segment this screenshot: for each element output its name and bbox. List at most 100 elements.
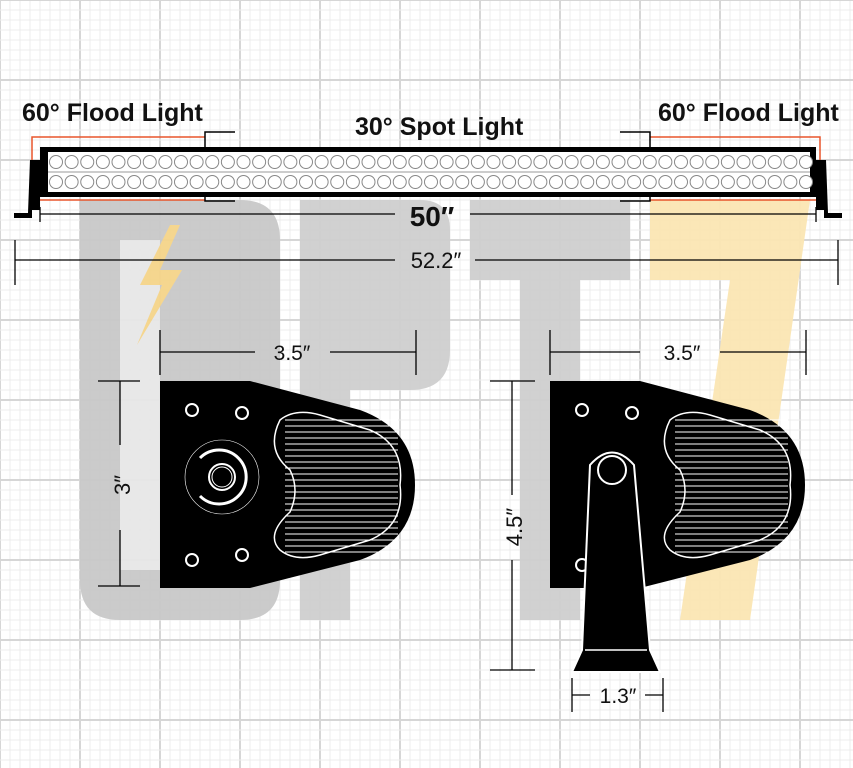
led: [611, 155, 626, 169]
bracket-with-mount-view: [550, 381, 805, 673]
led: [314, 175, 329, 189]
led: [142, 175, 157, 189]
right-end-bracket: [816, 160, 842, 218]
led: [783, 155, 798, 169]
led: [689, 175, 704, 189]
mount-height-label: 4.5″: [502, 508, 527, 547]
led: [627, 175, 642, 189]
led: [502, 155, 517, 169]
led: [299, 155, 313, 169]
led: [361, 175, 376, 189]
led: [174, 175, 188, 189]
led: [252, 175, 267, 189]
led: [220, 175, 235, 189]
led: [439, 155, 454, 169]
led: [455, 175, 470, 189]
led: [95, 175, 110, 189]
lens-length-label: 50″: [410, 201, 455, 232]
led: [533, 155, 548, 169]
light-bar: [14, 147, 842, 218]
led: [345, 155, 360, 169]
led: [345, 175, 360, 189]
led: [127, 155, 142, 169]
led: [470, 155, 485, 169]
led: [127, 175, 142, 189]
led: [64, 175, 79, 189]
led: [158, 155, 173, 169]
led: [64, 155, 79, 169]
led: [236, 155, 251, 169]
led: [799, 175, 813, 189]
bracket-height-label: 3″: [110, 475, 135, 495]
led: [720, 155, 735, 169]
led: [486, 175, 501, 189]
led: [783, 175, 798, 189]
led: [799, 155, 813, 169]
led: [314, 155, 329, 169]
led: [80, 175, 95, 189]
led: [595, 155, 610, 169]
led: [267, 155, 282, 169]
led: [330, 175, 345, 189]
led: [705, 155, 720, 169]
lightning-bolt-icon: [137, 225, 182, 345]
led: [189, 155, 204, 169]
led: [392, 155, 407, 169]
led: [424, 155, 438, 169]
led: [595, 175, 610, 189]
bracket-width-right-label: 3.5″: [664, 342, 701, 365]
led: [283, 175, 298, 189]
led: [299, 175, 313, 189]
led: [49, 175, 63, 189]
led: [252, 155, 267, 169]
led: [174, 155, 188, 169]
led: [189, 175, 204, 189]
left-end-bracket: [14, 160, 40, 218]
led: [517, 155, 532, 169]
led-array: [49, 155, 813, 189]
overall-length-label: 52.2″: [411, 248, 462, 273]
overall-length-dimension: [14, 240, 839, 285]
mount-arm: [570, 451, 662, 673]
led: [236, 175, 251, 189]
led: [330, 155, 345, 169]
led: [377, 175, 392, 189]
led: [502, 175, 517, 189]
mount-base-width-label: 1.3″: [600, 685, 637, 708]
led: [267, 175, 282, 189]
led: [736, 175, 751, 189]
led: [767, 175, 782, 189]
led: [720, 175, 735, 189]
led: [752, 175, 767, 189]
led: [142, 155, 157, 169]
spot-section-markers: [204, 131, 651, 202]
led: [424, 175, 438, 189]
led: [470, 175, 485, 189]
led: [580, 155, 595, 169]
led: [377, 155, 392, 169]
led: [564, 175, 579, 189]
led: [658, 175, 673, 189]
led: [392, 175, 407, 189]
flood-light-right-label: 60° Flood Light: [658, 99, 839, 127]
bracket-width-left-label: 3.5″: [274, 342, 311, 365]
led: [689, 155, 704, 169]
led: [486, 155, 501, 169]
led: [752, 155, 767, 169]
led: [564, 155, 579, 169]
flood-light-left-label: 60° Flood Light: [22, 99, 203, 127]
led: [95, 155, 110, 169]
led: [549, 155, 563, 169]
led: [549, 175, 563, 189]
led: [49, 155, 63, 169]
led: [658, 155, 673, 169]
led: [408, 175, 423, 189]
led: [642, 155, 657, 169]
bracket-side-view: [160, 381, 415, 588]
led: [705, 175, 720, 189]
led: [205, 175, 220, 189]
led: [674, 175, 688, 189]
led: [220, 155, 235, 169]
